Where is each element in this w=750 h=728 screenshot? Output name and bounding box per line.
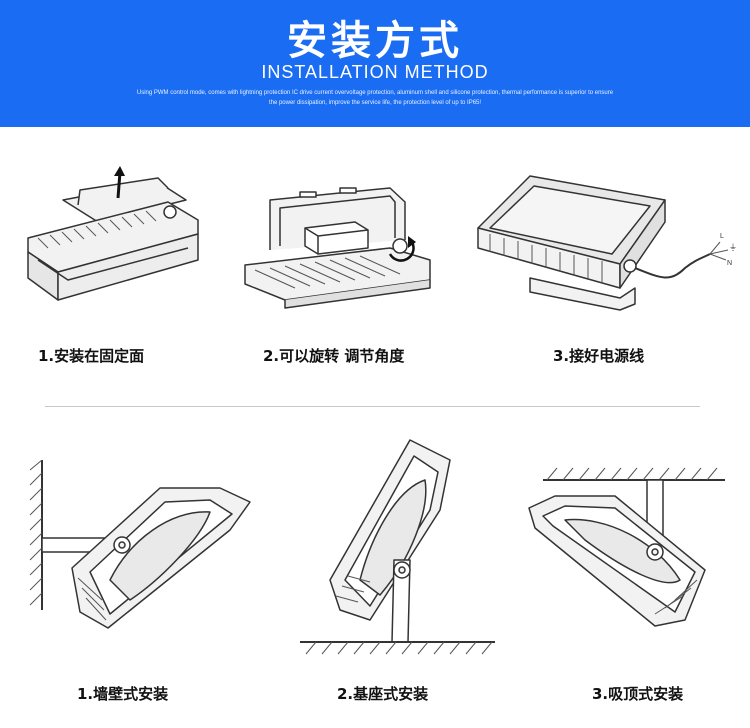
step-3-caption: 3.接好电源线	[553, 347, 645, 365]
title-chinese: 安装方式	[287, 18, 463, 64]
base-mount-illustration	[300, 439, 495, 655]
step-2-caption: 2.可以旋转 调节角度	[263, 347, 405, 365]
section-divider	[45, 406, 700, 407]
description-line-2: the power dissipation, improve the servi…	[268, 100, 482, 106]
wire-label-n: N	[727, 260, 732, 267]
base-mount-caption: 2.基座式安装	[337, 685, 429, 703]
ceiling-mount-caption: 3.吸顶式安装	[592, 685, 684, 703]
title-english: INSTALLATION METHOD	[261, 62, 489, 82]
step-1-caption: 1.安装在固定面	[38, 347, 145, 365]
wire-label-l: L	[720, 233, 724, 240]
wire-label-ground: ⏚	[729, 243, 737, 252]
wall-mount-illustration	[29, 460, 251, 629]
ceiling-mount-illustration	[528, 467, 725, 627]
mount-on-surface-illustration	[27, 166, 199, 301]
connect-power-cable-illustration: L ⏚ N	[477, 175, 737, 311]
wall-mount-caption: 1.墙壁式安装	[77, 685, 169, 703]
description-line-1: Using PWM control mode, comes with light…	[136, 90, 614, 96]
header-banner: 安装方式 INSTALLATION METHOD Using PWM contr…	[0, 0, 750, 127]
rotate-adjust-angle-illustration	[244, 187, 431, 309]
